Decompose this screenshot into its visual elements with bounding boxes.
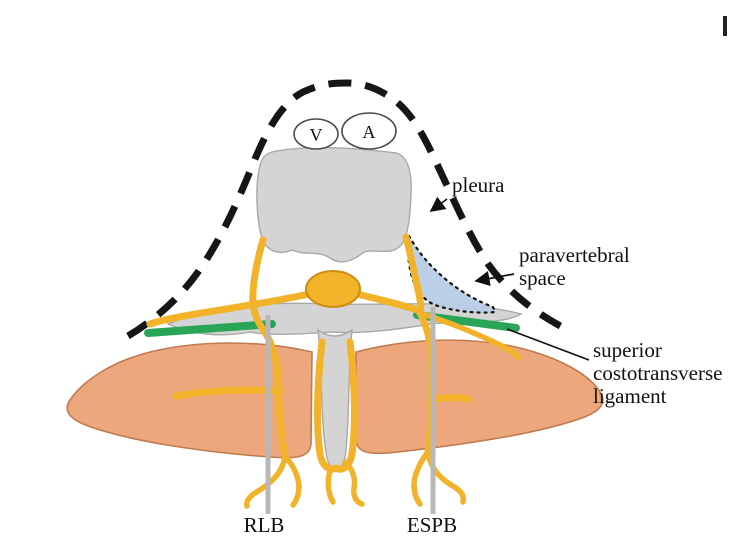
- pleura-arrow: [429, 196, 448, 213]
- paravertebral-space-region: [406, 232, 497, 314]
- spinal-nerve-oval: [305, 270, 361, 308]
- nerve-center-right-hook: [342, 459, 365, 507]
- nerve-left-hook-inner: [282, 453, 302, 508]
- page-edge-mark: [723, 16, 727, 36]
- ligament-label-line3: ligament: [593, 384, 667, 408]
- nerve-right-subcostal: [417, 310, 522, 361]
- nerve-center-left-hook: [325, 467, 336, 505]
- spinous-process: [317, 328, 353, 470]
- nerve-left-root: [249, 236, 270, 338]
- nerve-right-horizontal: [353, 290, 424, 315]
- nerve-left-hook-outer: [244, 453, 288, 509]
- artery-label: A: [363, 122, 376, 142]
- right-muscle: [355, 339, 604, 455]
- paravertebral-label-line2: space: [519, 266, 566, 290]
- artery-circle: [341, 112, 397, 150]
- vessels: V A: [293, 112, 397, 150]
- vein-circle: [293, 118, 339, 150]
- ligament-left-segment: [144, 320, 276, 337]
- espb-label: ESPB: [407, 513, 457, 537]
- nerve-left-descending: [262, 330, 289, 460]
- nerve-center-right: [332, 338, 358, 473]
- rlb-label: RLB: [244, 513, 285, 537]
- vein-label: V: [310, 125, 323, 145]
- annotations: pleura paravertebral space superior cost…: [244, 173, 723, 537]
- pleura-dashed-line: [126, 79, 566, 340]
- nerve-right-lateral-branch: [426, 394, 472, 404]
- ligament-label-line2: costotransverse: [593, 361, 722, 385]
- paravertebral-arrow: [474, 271, 515, 287]
- nerve-branches: [146, 233, 522, 509]
- nerve-right-root: [402, 233, 425, 317]
- paravertebral-label-line1: paravertebral: [519, 243, 630, 267]
- ligament-leader-line: [506, 328, 590, 361]
- pleura-label: pleura: [452, 173, 505, 197]
- nerve-right-hook-inner: [411, 449, 431, 507]
- nerve-left-horizontal: [146, 290, 313, 328]
- vertebral-body: [256, 146, 412, 263]
- ligament-label-line1: superior: [593, 338, 662, 362]
